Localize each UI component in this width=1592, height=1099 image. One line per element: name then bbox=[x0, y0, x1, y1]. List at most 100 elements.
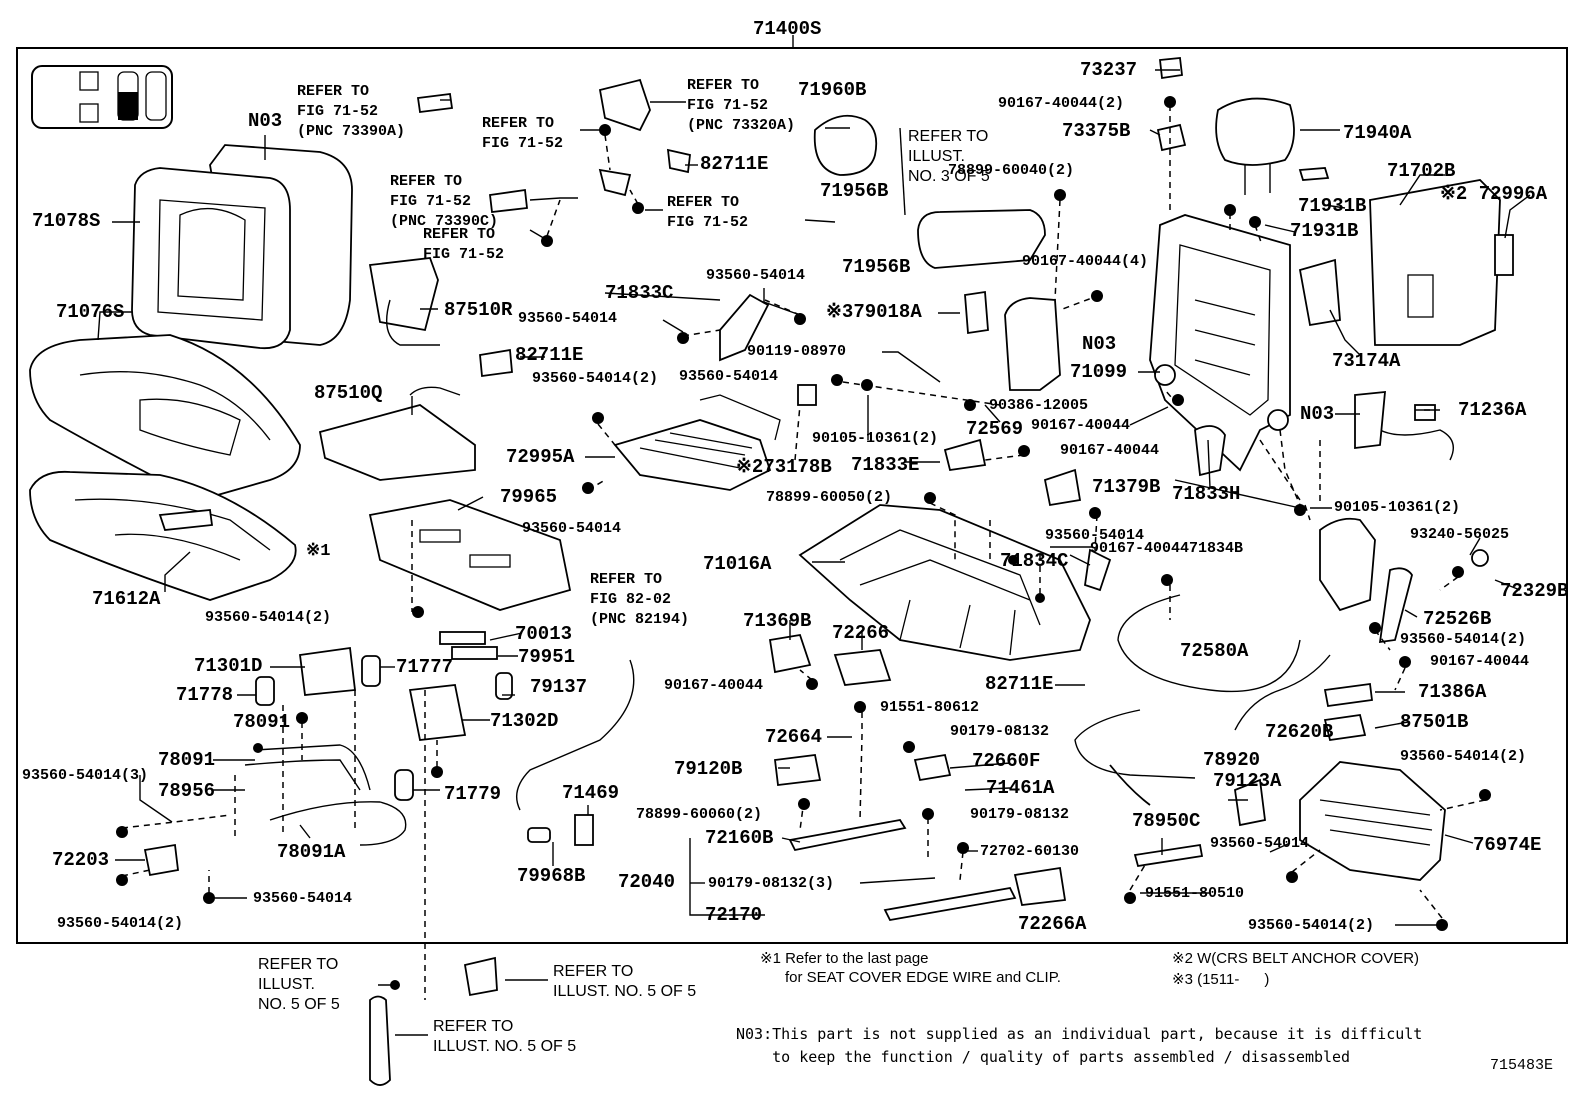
part-label-72996a[interactable]: ※2 72996A bbox=[1440, 183, 1548, 205]
part-label-79965[interactable]: 79965 bbox=[500, 486, 558, 508]
part-label-71931b-b[interactable]: 71931B bbox=[1290, 220, 1359, 242]
part-label-71960b[interactable]: 71960B bbox=[798, 79, 867, 101]
part-label-72203[interactable]: 72203 bbox=[52, 849, 110, 871]
part-label-71379b[interactable]: 71379B bbox=[1092, 476, 1161, 498]
part-label-76974e[interactable]: 76974E bbox=[1473, 834, 1542, 856]
part-label-93560-54014-c[interactable]: 93560-54014 bbox=[679, 368, 779, 385]
part-label-91551-80510[interactable]: 91551-80510 bbox=[1145, 885, 1245, 902]
part-label-71099[interactable]: 71099 bbox=[1070, 361, 1128, 383]
part-label-72526b[interactable]: 72526B bbox=[1423, 608, 1492, 630]
reference-illust-5-of-5-b[interactable]: REFER TO ILLUST. NO. 5 OF 5 bbox=[553, 963, 697, 1000]
part-label-93560-54014-e[interactable]: 93560-54014 bbox=[1045, 527, 1145, 544]
part-label-93560-54014-b[interactable]: 93560-54014 bbox=[518, 310, 618, 327]
part-label-71778[interactable]: 71778 bbox=[176, 684, 234, 706]
reference-illust-5-of-5-a[interactable]: REFER TO ILLUST. NO. 5 OF 5 bbox=[258, 956, 340, 1013]
part-label-71016a[interactable]: 71016A bbox=[703, 553, 772, 575]
part-label-90179-08132-a[interactable]: 90179-08132 bbox=[950, 723, 1050, 740]
part-label-93560-54014-d[interactable]: 93560-54014 bbox=[522, 520, 622, 537]
part-label-93560-54014-2-b[interactable]: 93560-54014(2) bbox=[532, 370, 659, 387]
part-label-71702b[interactable]: 71702B bbox=[1387, 160, 1456, 182]
part-label-73178b[interactable]: ※273178B bbox=[736, 456, 832, 478]
part-label-78091-a[interactable]: 78091 bbox=[233, 711, 291, 733]
part-label-72266[interactable]: 72266 bbox=[832, 622, 890, 644]
part-label-79951[interactable]: 79951 bbox=[518, 646, 576, 668]
reference-fig-71-52-b[interactable]: REFER TO FIG 71-52 bbox=[423, 226, 505, 263]
part-label-90167-40044-b[interactable]: 90167-40044 bbox=[1060, 442, 1160, 459]
part-label-71956b-b[interactable]: 71956B bbox=[842, 256, 911, 278]
part-label-93560-54014-g[interactable]: 93560-54014 bbox=[253, 890, 353, 907]
part-label-79137[interactable]: 79137 bbox=[530, 676, 588, 698]
part-label-78899-60050-2[interactable]: 78899-60050(2) bbox=[766, 489, 893, 506]
part-label-72702-60130[interactable]: 72702-60130 bbox=[980, 843, 1080, 860]
part-label-93560-54014-f[interactable]: 93560-54014 bbox=[1210, 835, 1310, 852]
part-label-n03-motor[interactable]: N03 bbox=[1300, 403, 1335, 425]
part-label-n03-frame[interactable]: N03 bbox=[1082, 333, 1117, 355]
part-label-72160b[interactable]: 72160B bbox=[705, 827, 774, 849]
part-label-72266a[interactable]: 72266A bbox=[1018, 913, 1087, 935]
part-label-71833h[interactable]: 71833H bbox=[1172, 483, 1241, 505]
part-label-93240-56025[interactable]: 93240-56025 bbox=[1410, 526, 1510, 543]
part-label-73174a[interactable]: 73174A bbox=[1332, 350, 1401, 372]
part-label-90167-40044-d[interactable]: 90167-40044 bbox=[664, 677, 764, 694]
part-label-71834c[interactable]: 71834C bbox=[1000, 550, 1069, 572]
part-label-71833e[interactable]: 71833E bbox=[851, 454, 920, 476]
part-label-78899-60060-2[interactable]: 78899-60060(2) bbox=[636, 806, 763, 823]
part-label-93560-54014-2-d[interactable]: 93560-54014(2) bbox=[1400, 748, 1527, 765]
part-label-72569[interactable]: 72569 bbox=[966, 418, 1024, 440]
part-label-93560-54014-2-e[interactable]: 93560-54014(2) bbox=[1248, 917, 1375, 934]
part-label-78920[interactable]: 78920 bbox=[1203, 749, 1261, 771]
part-label-90105-10361-2-b[interactable]: 90105-10361(2) bbox=[1334, 499, 1461, 516]
reference-illust-5-of-5-c[interactable]: REFER TO ILLUST. NO. 5 OF 5 bbox=[433, 1018, 577, 1055]
part-label-71469[interactable]: 71469 bbox=[562, 782, 620, 804]
part-label-72170[interactable]: 72170 bbox=[705, 904, 763, 926]
part-label-90119-08970[interactable]: 90119-08970 bbox=[747, 343, 847, 360]
part-label-73237[interactable]: 73237 bbox=[1080, 59, 1138, 81]
part-label-71369b[interactable]: 71369B bbox=[743, 610, 812, 632]
part-label-90179-08132-b[interactable]: 90179-08132 bbox=[970, 806, 1070, 823]
part-label-73375b[interactable]: 73375B bbox=[1062, 120, 1131, 142]
part-label-82711e-a[interactable]: 82711E bbox=[700, 153, 769, 175]
part-label-71236a[interactable]: 71236A bbox=[1458, 399, 1527, 421]
part-label-90167-40044-a[interactable]: 90167-40044 bbox=[1031, 417, 1131, 434]
reference-fig-71-52-73320a[interactable]: REFER TO FIG 71-52 (PNC 73320A) bbox=[687, 77, 796, 134]
part-label-90105-10361-2-a[interactable]: 90105-10361(2) bbox=[812, 430, 939, 447]
part-label-71076s[interactable]: 71076S bbox=[56, 301, 125, 323]
part-label-71612a[interactable]: 71612A bbox=[92, 588, 161, 610]
part-label-90167-40044-2[interactable]: 90167-40044(2) bbox=[998, 95, 1125, 112]
part-label-87501b[interactable]: 87501B bbox=[1400, 711, 1469, 733]
part-label-79123a[interactable]: 79123A bbox=[1213, 770, 1282, 792]
part-label-79968b[interactable]: 79968B bbox=[517, 865, 586, 887]
part-label-78091a[interactable]: 78091A bbox=[277, 841, 346, 863]
reference-fig-71-52-a[interactable]: REFER TO FIG 71-52 bbox=[482, 115, 564, 152]
part-label-90167-40044-c[interactable]: 90167-40044 bbox=[1430, 653, 1530, 670]
part-label-71834b[interactable]: 90167-4004471834B bbox=[1090, 540, 1244, 557]
part-label-78956[interactable]: 78956 bbox=[158, 780, 216, 802]
part-label-72664[interactable]: 72664 bbox=[765, 726, 823, 748]
part-label-71301d[interactable]: 71301D bbox=[194, 655, 263, 677]
reference-fig-71-52-c[interactable]: REFER TO FIG 71-52 bbox=[667, 194, 749, 231]
part-label-72580a[interactable]: 72580A bbox=[1180, 640, 1249, 662]
part-label-93560-54014-a[interactable]: 93560-54014 bbox=[706, 267, 806, 284]
reference-illust-3-of-5[interactable]: REFER TO ILLUST. NO. 3 OF 5 bbox=[908, 128, 990, 185]
part-label-71386a[interactable]: 71386A bbox=[1418, 681, 1487, 703]
reference-fig-71-52-73390c[interactable]: REFER TO FIG 71-52 (PNC 73390C) bbox=[390, 173, 499, 230]
part-label-87510r[interactable]: 87510R bbox=[444, 299, 513, 321]
part-label-78950c[interactable]: 78950C bbox=[1132, 810, 1201, 832]
part-label-90179-08132-3[interactable]: 90179-08132(3) bbox=[708, 875, 835, 892]
part-label-71461a[interactable]: 71461A bbox=[986, 777, 1055, 799]
part-label-87510q[interactable]: 87510Q bbox=[314, 382, 383, 404]
part-label-91551-80612[interactable]: 91551-80612 bbox=[880, 699, 980, 716]
part-label-70013[interactable]: 70013 bbox=[515, 623, 573, 645]
part-label-93560-54014-2-c[interactable]: 93560-54014(2) bbox=[1400, 631, 1527, 648]
part-label-72995a[interactable]: 72995A bbox=[506, 446, 575, 468]
part-label-78091-b[interactable]: 78091 bbox=[158, 749, 216, 771]
part-label-72620b[interactable]: 72620B bbox=[1265, 721, 1334, 743]
part-label-n03-seatback[interactable]: N03 bbox=[248, 110, 283, 132]
part-label-82711e-b[interactable]: 82711E bbox=[515, 344, 584, 366]
part-label-71302d[interactable]: 71302D bbox=[490, 710, 559, 732]
part-label-72040[interactable]: 72040 bbox=[618, 871, 676, 893]
part-label-93560-54014-3[interactable]: 93560-54014(3) bbox=[22, 767, 149, 784]
part-label-71078s[interactable]: 71078S bbox=[32, 210, 101, 232]
part-label-72329b[interactable]: 72329B bbox=[1500, 580, 1569, 602]
part-label-71931b-a[interactable]: 71931B bbox=[1298, 195, 1367, 217]
